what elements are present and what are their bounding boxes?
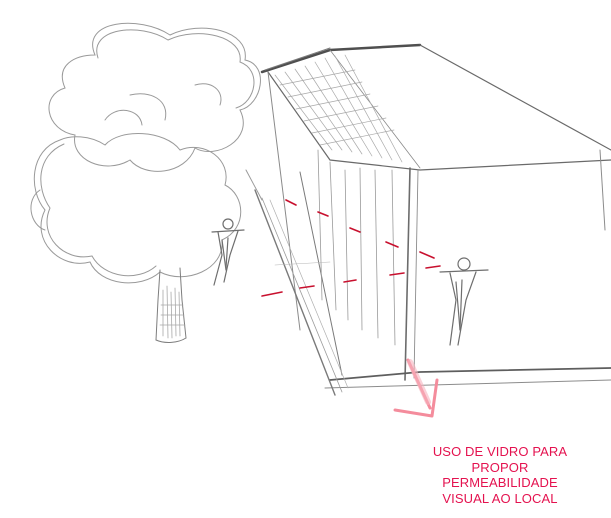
- annotation-line-4: VISUAL AO LOCAL: [412, 491, 588, 507]
- annotation-line-3: PERMEABILIDADE: [412, 475, 588, 491]
- annotation-text: USO DE VIDRO PARA PROPOR PERMEABILIDADE …: [412, 444, 588, 506]
- annotation-line-2: PROPOR: [412, 460, 588, 476]
- direction-arrow-icon: [395, 360, 437, 416]
- tree-icon: [31, 23, 261, 342]
- person-outside-icon: [212, 219, 244, 285]
- sightline-icon: [262, 200, 440, 296]
- glass-building-icon: [246, 45, 611, 395]
- person-inside-icon: [440, 258, 488, 345]
- annotation-line-1: USO DE VIDRO PARA: [412, 444, 588, 460]
